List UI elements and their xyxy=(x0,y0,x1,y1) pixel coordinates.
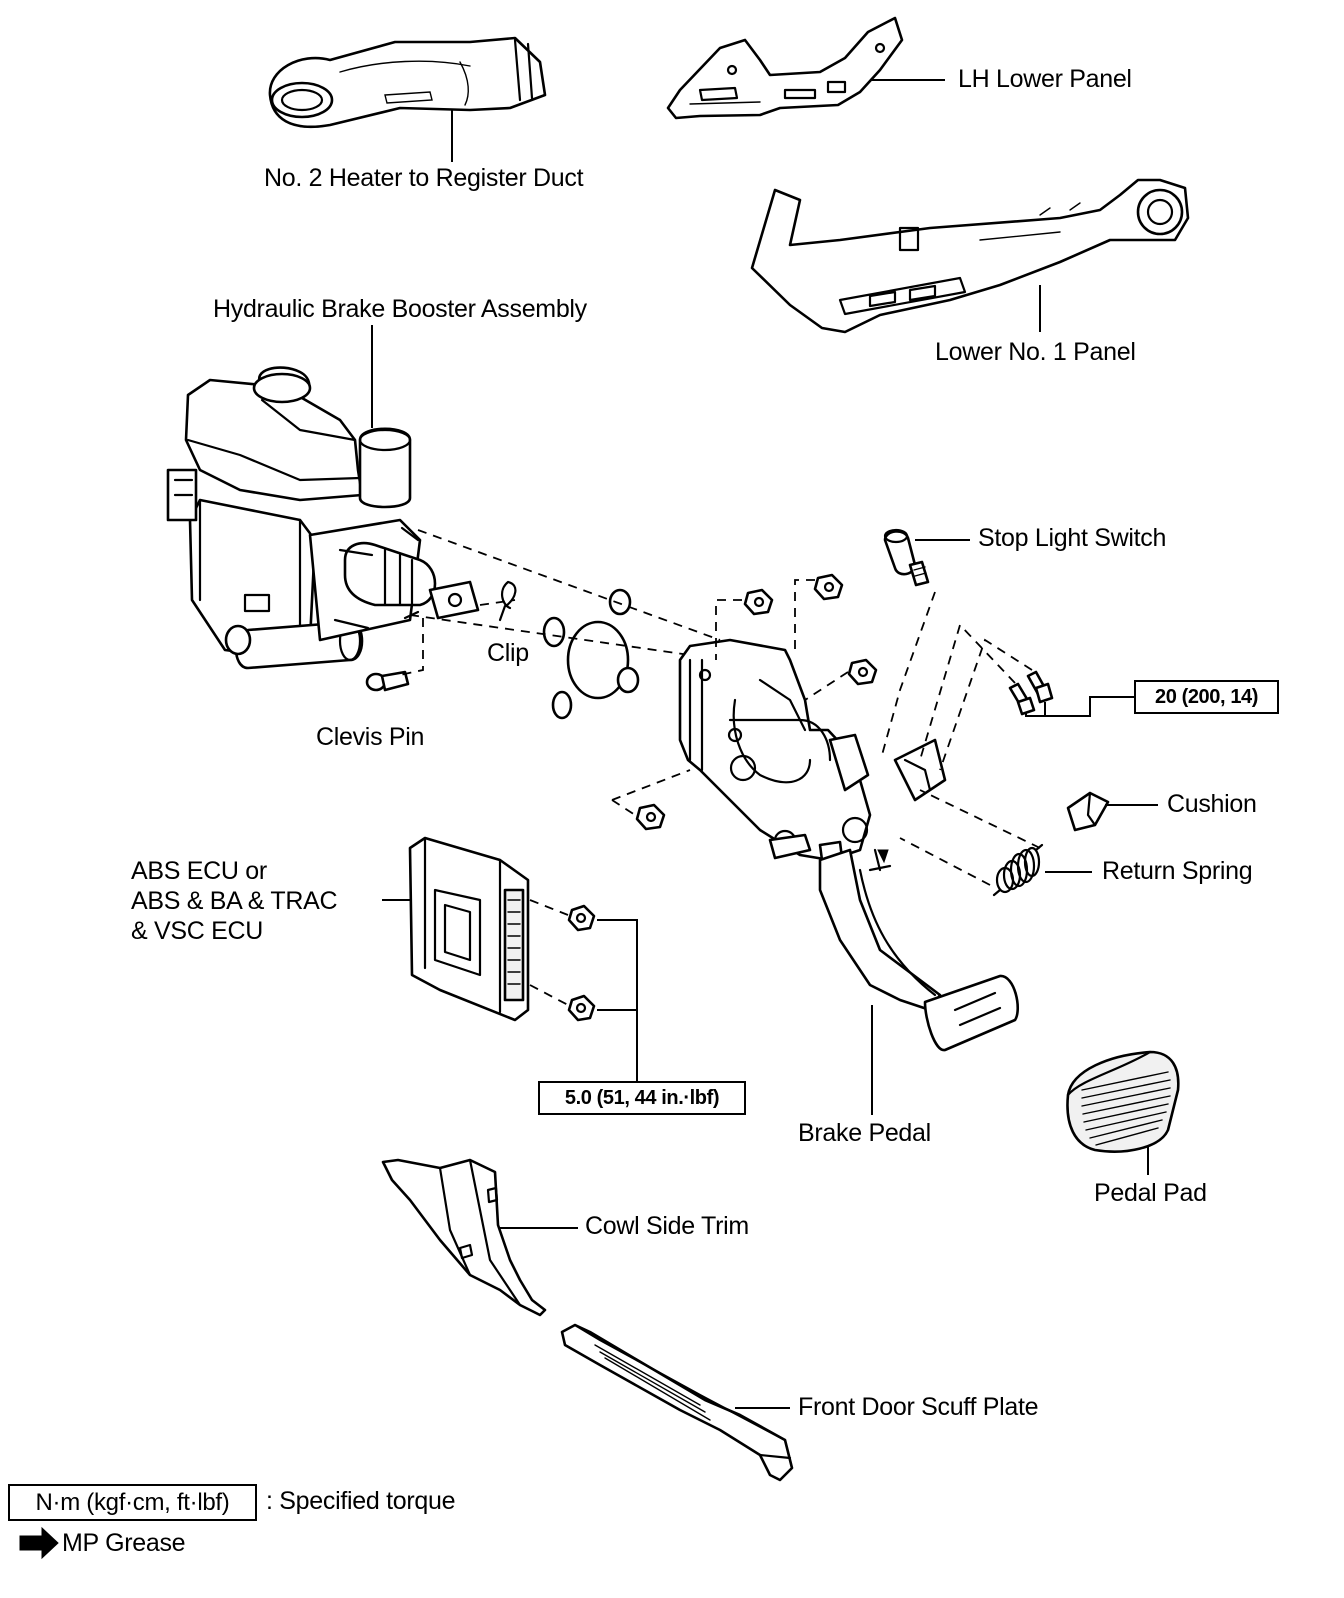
brake-pedal-drawing xyxy=(818,848,1020,1052)
ecu-nuts-drawing xyxy=(567,904,596,1022)
label-cowl-side-trim: Cowl Side Trim xyxy=(585,1212,749,1240)
gaskets-drawing xyxy=(542,588,640,720)
legend-unit-box: N·m (kgf·cm, ft·lbf) xyxy=(8,1484,257,1521)
legend-grease-label: MP Grease xyxy=(62,1529,186,1557)
arrow-right-icon xyxy=(19,1526,59,1560)
label-abs-ecu-line2: ABS & BA & TRAC xyxy=(131,887,338,915)
label-clevis-pin: Clevis Pin xyxy=(316,723,425,751)
lower-no1-panel-drawing xyxy=(750,178,1190,334)
label-brake-pedal: Brake Pedal xyxy=(798,1119,931,1147)
clip-drawing xyxy=(498,580,517,622)
label-stop-light-switch: Stop Light Switch xyxy=(978,524,1167,552)
label-heater-duct: No. 2 Heater to Register Duct xyxy=(264,164,584,192)
heater-duct-drawing xyxy=(268,36,547,129)
abs-ecu-drawing xyxy=(408,836,530,1022)
pedal-bolts-drawing xyxy=(1008,670,1054,716)
label-return-spring: Return Spring xyxy=(1102,857,1253,885)
label-brake-booster: Hydraulic Brake Booster Assembly xyxy=(213,295,587,323)
pedal-pad-drawing xyxy=(1066,1050,1180,1153)
label-abs-ecu-line1: ABS ECU or xyxy=(131,857,267,885)
label-scuff-plate: Front Door Scuff Plate xyxy=(798,1393,1039,1421)
lh-lower-panel-drawing xyxy=(666,16,904,120)
label-abs-ecu-line3: & VSC ECU xyxy=(131,917,264,945)
label-cushion: Cushion xyxy=(1167,790,1257,818)
scuff-plate-drawing xyxy=(560,1323,794,1482)
pedal-bracket-drawing xyxy=(678,638,947,862)
bracket-nuts-drawing xyxy=(635,573,878,831)
return-spring-drawing xyxy=(992,843,1044,897)
torque-box-ecu-nuts: 5.0 (51, 44 in.·lbf) xyxy=(538,1081,746,1115)
cowl-side-trim-drawing xyxy=(381,1158,547,1317)
label-lower-no1-panel: Lower No. 1 Panel xyxy=(935,338,1136,366)
stop-light-switch-drawing xyxy=(883,528,930,587)
label-lh-lower-panel: LH Lower Panel xyxy=(958,65,1132,93)
torque-box-pedal-bolts: 20 (200, 14) xyxy=(1134,680,1279,714)
label-clip: Clip xyxy=(487,639,529,667)
cushion-drawing xyxy=(1066,791,1110,832)
legend-unit-desc: : Specified torque xyxy=(266,1487,456,1515)
clevis-pin-drawing xyxy=(365,670,410,692)
brake-booster-drawing xyxy=(166,366,480,670)
label-pedal-pad: Pedal Pad xyxy=(1094,1179,1207,1207)
